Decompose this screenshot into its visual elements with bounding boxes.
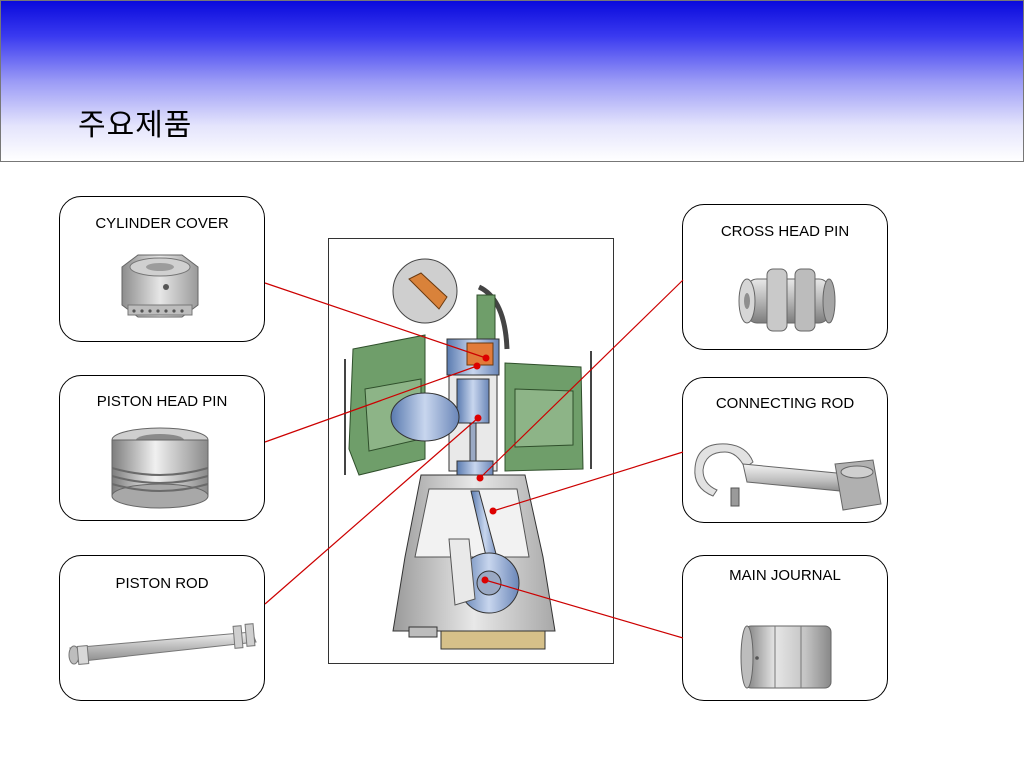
page-title: 주요제품: [78, 108, 193, 143]
cross-head-pin-label: CROSS HEAD PIN: [720, 223, 850, 240]
main-journal-image: [740, 625, 832, 689]
card-piston-rod: PISTON ROD: [59, 555, 265, 701]
piston-head-pin-label: PISTON HEAD PIN: [96, 393, 228, 410]
piston-head-pin-image: [111, 427, 209, 509]
connecting-rod-image: [694, 443, 882, 511]
piston-rod-image: [68, 623, 257, 665]
cross-head-pin-image: [738, 268, 836, 332]
card-cross-head-pin: CROSS HEAD PIN: [682, 204, 888, 350]
connecting-rod-label: CONNECTING ROD: [715, 395, 855, 412]
main-journal-label: MAIN JOURNAL: [729, 567, 841, 584]
cylinder-cover-image: [121, 254, 199, 318]
engine-illustration: [344, 258, 592, 650]
card-cylinder-cover: CYLINDER COVER: [59, 196, 265, 342]
cylinder-cover-label: CYLINDER COVER: [95, 215, 229, 232]
header-banner: [0, 0, 1024, 162]
card-main-journal: MAIN JOURNAL: [682, 555, 888, 701]
piston-rod-label: PISTON ROD: [115, 575, 209, 592]
engine-cutaway-image: [328, 238, 614, 664]
card-connecting-rod: CONNECTING ROD: [682, 377, 888, 523]
card-piston-head-pin: PISTON HEAD PIN: [59, 375, 265, 521]
